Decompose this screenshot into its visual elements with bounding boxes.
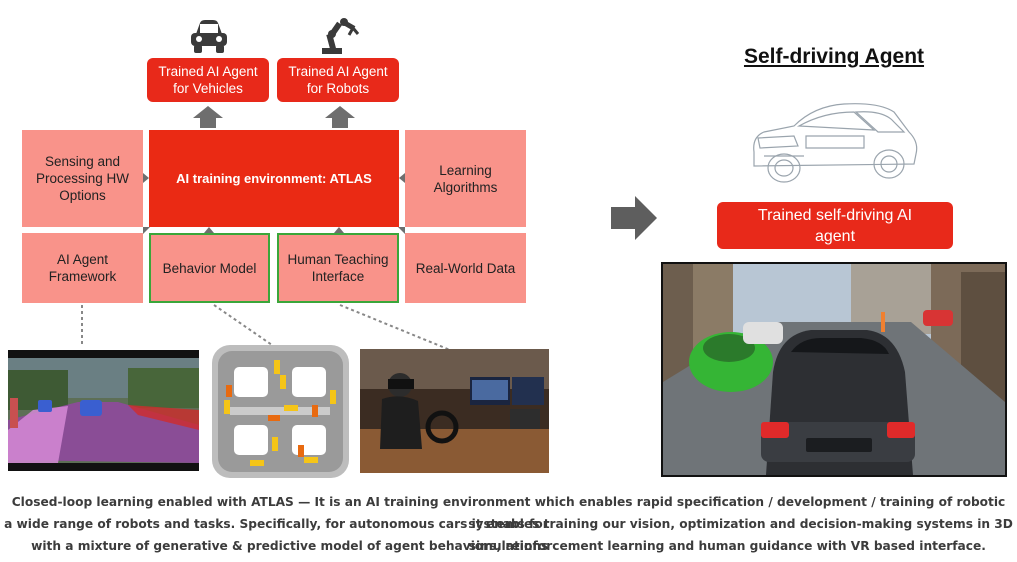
vr-teaching-photo <box>360 349 549 473</box>
arrow-up-behavior <box>204 227 214 233</box>
sensing-box: Sensing and Processing HW Options <box>22 130 143 227</box>
car-sketch-image <box>744 92 924 188</box>
caption-line-2: a wide range of robots and tasks. Specif… <box>4 517 1013 553</box>
robot-arm-icon <box>318 14 362 56</box>
arrow-br-corner <box>398 227 405 234</box>
trained-agent-robots: Trained AI Agent for Robots <box>277 58 399 102</box>
behavior-model-map-image <box>212 345 349 478</box>
segmentation-image <box>8 350 199 471</box>
self-driving-title: Self-driving Agent <box>743 45 925 68</box>
dashed-connectors <box>81 304 456 353</box>
caption-line-1: Closed-loop learning enabled with ATLAS … <box>11 495 1006 531</box>
trained-agent-vehicles: Trained AI Agent for Vehicles <box>147 58 269 102</box>
car-icon <box>188 17 230 55</box>
behavior-model-box: Behavior Model <box>149 233 270 303</box>
up-arrow-robots <box>325 106 355 128</box>
caption-line-3: with a mixture of generative & predictiv… <box>31 539 986 553</box>
driving-simulation-image <box>661 262 1007 477</box>
human-teaching-box: Human Teaching Interface <box>277 233 399 303</box>
atlas-box: AI training environment: ATLAS <box>149 130 399 227</box>
arrow-left-to-atlas <box>143 173 149 183</box>
arrow-right-to-atlas <box>399 173 405 183</box>
up-arrow-vehicles <box>193 106 223 128</box>
right-arrow-icon <box>611 196 657 240</box>
learning-box: Learning Algorithms <box>405 130 526 227</box>
trained-self-driving-agent: Trained self-driving AI agent <box>717 202 953 249</box>
framework-box: AI Agent Framework <box>22 233 143 303</box>
arrow-bl-corner <box>143 227 150 234</box>
real-world-data-box: Real-World Data <box>405 233 526 303</box>
arrow-up-teaching <box>334 227 344 233</box>
